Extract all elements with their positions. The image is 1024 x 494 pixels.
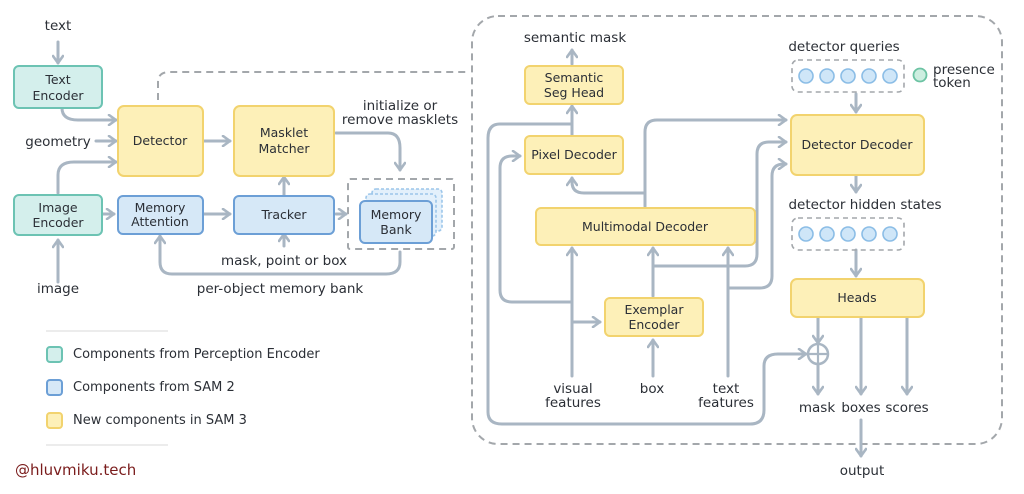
text-input-label: text	[45, 18, 72, 34]
semantic-seg-head-block[interactable]: Semantic Seg Head	[524, 65, 624, 105]
pixel-embedding-to-mask-fusion-arrow	[486, 122, 808, 426]
multimodal-decoder-block[interactable]: Multimodal Decoder	[535, 207, 756, 246]
pixel-decoder-label: Pixel Decoder	[531, 147, 617, 162]
image-encoder-label-2: Encoder	[32, 215, 84, 230]
detector-query-token-icon	[840, 68, 856, 84]
legend-item-perception-encoder: Components from Perception Encoder	[46, 346, 320, 363]
presence-token-label-2: token	[933, 75, 971, 91]
text-encoder-label-1: Text	[44, 72, 70, 87]
memory-attention-label-1: Memory	[135, 200, 186, 215]
detector-queries-group	[791, 59, 905, 93]
legend-label: New components in SAM 3	[73, 413, 247, 428]
detector-query-token-icon	[819, 68, 835, 84]
detector-query-token-icon	[798, 68, 814, 84]
mask-fusion-plus-icon	[806, 342, 830, 366]
text-encoder-block[interactable]: Text Encoder	[13, 65, 103, 109]
hidden-state-token-icon	[819, 226, 835, 242]
text-features-to-detector-decoder-arrow	[726, 164, 788, 290]
heads-block[interactable]: Heads	[790, 278, 925, 318]
pixel-decoder-block[interactable]: Pixel Decoder	[524, 135, 624, 175]
detector-decoder-label: Detector Decoder	[801, 137, 913, 152]
presence-token-label-1: presence	[933, 62, 995, 78]
boxes-output-label: boxes	[841, 400, 880, 416]
visual-features-to-pixel-decoder-arrow	[498, 156, 574, 304]
memory-bank-feedback-arrow	[160, 234, 402, 276]
box-label: box	[640, 381, 664, 397]
legend-top-divider	[46, 330, 168, 332]
geometry-input-label: geometry	[25, 134, 90, 150]
presence-token-icon	[912, 67, 928, 83]
visual-features-label-2: features	[545, 395, 601, 411]
scores-output-label: scores	[885, 400, 928, 416]
legend-label: Components from SAM 2	[73, 380, 235, 395]
memory-bank-label-2: Bank	[380, 222, 412, 237]
masklet-matcher-label-1: Masklet	[260, 125, 308, 140]
memory-attention-label-2: Attention	[131, 214, 189, 229]
legend-item-sam3: New components in SAM 3	[46, 412, 247, 429]
heads-label: Heads	[837, 290, 876, 305]
semantic-seg-head-label-1: Semantic	[545, 70, 604, 85]
detector-hidden-states-label: detector hidden states	[788, 197, 941, 213]
image-encoder-label-1: Image	[38, 200, 77, 215]
per-object-memory-bank-label: per-object memory bank	[197, 281, 364, 297]
matcher-to-memory-bank-arrow	[334, 131, 400, 172]
visual-features-label-1: visual	[553, 381, 592, 397]
detector-decoder-block[interactable]: Detector Decoder	[790, 114, 925, 176]
detector-hidden-state-tokens	[798, 226, 898, 242]
hidden-state-token-icon	[882, 226, 898, 242]
multimodal-decoder-label: Multimodal Decoder	[582, 219, 709, 234]
detector-expansion-connector	[157, 71, 470, 100]
multimodal-decoder-to-pixel-decoder-arrow	[572, 176, 647, 208]
hidden-state-token-icon	[840, 226, 856, 242]
tracker-label: Tracker	[260, 207, 307, 222]
legend-label: Components from Perception Encoder	[73, 347, 320, 362]
exemplar-to-detector-decoder-arrow	[651, 142, 788, 268]
sam3-swatch-icon	[46, 412, 63, 429]
text-features-label-2: features	[698, 395, 754, 411]
image-input-label: image	[37, 281, 79, 297]
hidden-state-token-icon	[861, 226, 877, 242]
sam2-swatch-icon	[46, 379, 63, 396]
text-encoder-to-detector-arrow	[60, 106, 118, 120]
init-remove-label-1: initialize or	[363, 98, 438, 114]
multimodal-decoder-to-detector-decoder-arrow	[643, 120, 788, 208]
init-remove-label-2: remove masklets	[342, 112, 458, 128]
memory-bank-label-1: Memory	[371, 207, 422, 222]
image-encoder-block[interactable]: Image Encoder	[13, 194, 103, 236]
text-features-label-1: text	[713, 381, 740, 397]
detector-query-token-icon	[861, 68, 877, 84]
hidden-state-token-icon	[798, 226, 814, 242]
detector-label: Detector	[133, 133, 188, 148]
detector-query-token-icon	[882, 68, 898, 84]
mask-output-label: mask	[799, 400, 835, 416]
detector-block[interactable]: Detector	[117, 105, 204, 177]
memory-bank-container	[347, 178, 455, 250]
text-encoder-label-2: Encoder	[32, 88, 84, 103]
semantic-mask-label: semantic mask	[524, 30, 627, 46]
semantic-seg-head-label-2: Seg Head	[544, 85, 604, 100]
output-label: output	[840, 463, 885, 479]
detector-hidden-states-group	[791, 217, 905, 251]
masklet-matcher-label-2: Matcher	[259, 141, 311, 156]
exemplar-encoder-label-1: Exemplar	[625, 302, 685, 317]
legend-bottom-divider	[46, 444, 168, 446]
mask-point-box-label: mask, point or box	[221, 253, 347, 269]
exemplar-encoder-block[interactable]: Exemplar Encoder	[604, 297, 704, 337]
perception-encoder-swatch-icon	[46, 346, 63, 363]
memory-bank-block[interactable]: Memory Bank	[359, 188, 443, 244]
masklet-matcher-block[interactable]: Masklet Matcher	[233, 105, 335, 177]
detector-query-tokens	[798, 68, 898, 84]
legend-item-sam2: Components from SAM 2	[46, 379, 235, 396]
memory-attention-block[interactable]: Memory Attention	[117, 195, 204, 235]
image-encoder-to-detector-arrow	[56, 162, 118, 195]
detector-queries-label: detector queries	[788, 39, 899, 55]
watermark: @hluvmiku.tech	[15, 461, 137, 479]
exemplar-encoder-label-2: Encoder	[628, 317, 680, 332]
tracker-block[interactable]: Tracker	[233, 195, 335, 235]
